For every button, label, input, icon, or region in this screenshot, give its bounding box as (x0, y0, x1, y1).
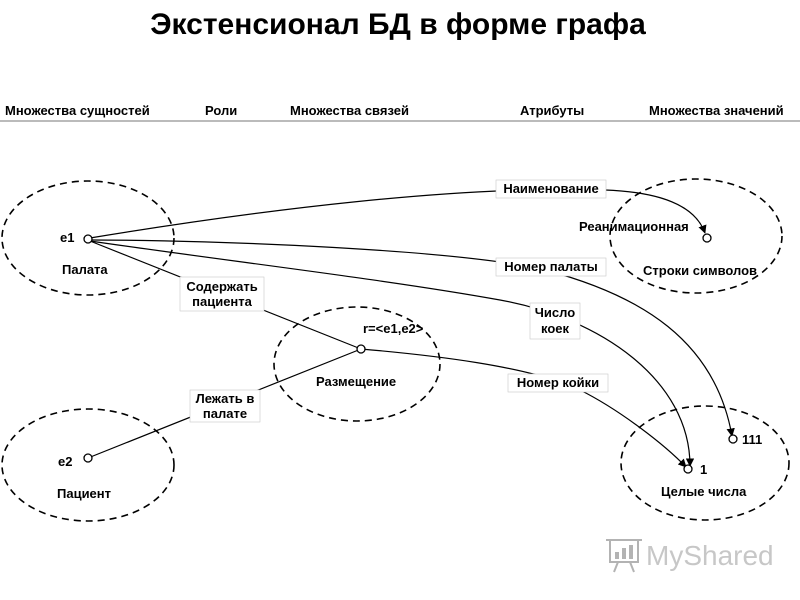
attribute-beds-line1: Число (535, 305, 575, 320)
header-relationship-sets: Множества связей (290, 103, 409, 118)
node-reanim-label: Реанимационная (579, 219, 689, 234)
watermark: MyShared (606, 539, 774, 573)
set-ellipse-placement (273, 306, 441, 422)
node-e2 (83, 453, 93, 463)
role-label-contain: Содержать пациента (179, 276, 265, 312)
node-r (356, 344, 366, 354)
set-ellipse-patient (1, 408, 175, 522)
header-value-sets: Множества значений (649, 103, 784, 118)
attribute-label-bed-number: Номер койки (507, 373, 609, 393)
role-contain-line1: Содержать (186, 279, 257, 294)
set-ellipse-palata (1, 180, 175, 296)
set-label-placement: Размещение (316, 374, 396, 389)
role-label-lie: Лежать в палате (189, 389, 261, 423)
role-lie-line1: Лежать в (196, 391, 255, 406)
attribute-label-beds: Число коек (529, 302, 581, 340)
set-label-patient: Пациент (57, 486, 111, 501)
node-111 (728, 434, 738, 444)
watermark-text: MyShared (646, 540, 774, 571)
role-lie-line2: палате (203, 406, 247, 421)
attribute-label-ward-number: Номер палаты (495, 257, 607, 277)
edge-chislo-koek (89, 240, 695, 467)
node-1 (683, 464, 693, 474)
edge-nomer-koyki (360, 348, 687, 468)
attribute-ward-number-text: Номер палаты (504, 259, 598, 274)
node-r-label: r=<e1,e2> (363, 321, 424, 336)
column-header-row: Множества сущностей Роли Множества связе… (0, 103, 800, 122)
set-label-strings: Строки символов (643, 263, 757, 278)
presentation-board-icon (606, 539, 642, 573)
set-ellipse-strings (609, 178, 783, 294)
node-e1 (83, 234, 93, 244)
set-label-integers: Целые числа (661, 484, 747, 499)
node-e2-label: e2 (58, 454, 72, 469)
set-label-palata: Палата (62, 262, 108, 277)
header-attributes: Атрибуты (520, 103, 584, 118)
node-reanim (702, 233, 712, 243)
set-ellipse-integers (620, 405, 790, 521)
attribute-bed-number-text: Номер койки (517, 375, 599, 390)
role-contain-line2: пациента (192, 294, 253, 309)
attribute-beds-line2: коек (541, 321, 570, 336)
header-roles: Роли (205, 103, 237, 118)
attribute-name-text: Наименование (503, 181, 598, 196)
attribute-label-name: Наименование (495, 179, 607, 199)
node-1-label: 1 (700, 462, 707, 477)
node-e1-label: e1 (60, 230, 74, 245)
header-entity-sets: Множества сущностей (5, 103, 150, 118)
page-title: Экстенсионал БД в форме графа (150, 8, 646, 41)
node-111-label: 111 (742, 432, 762, 447)
